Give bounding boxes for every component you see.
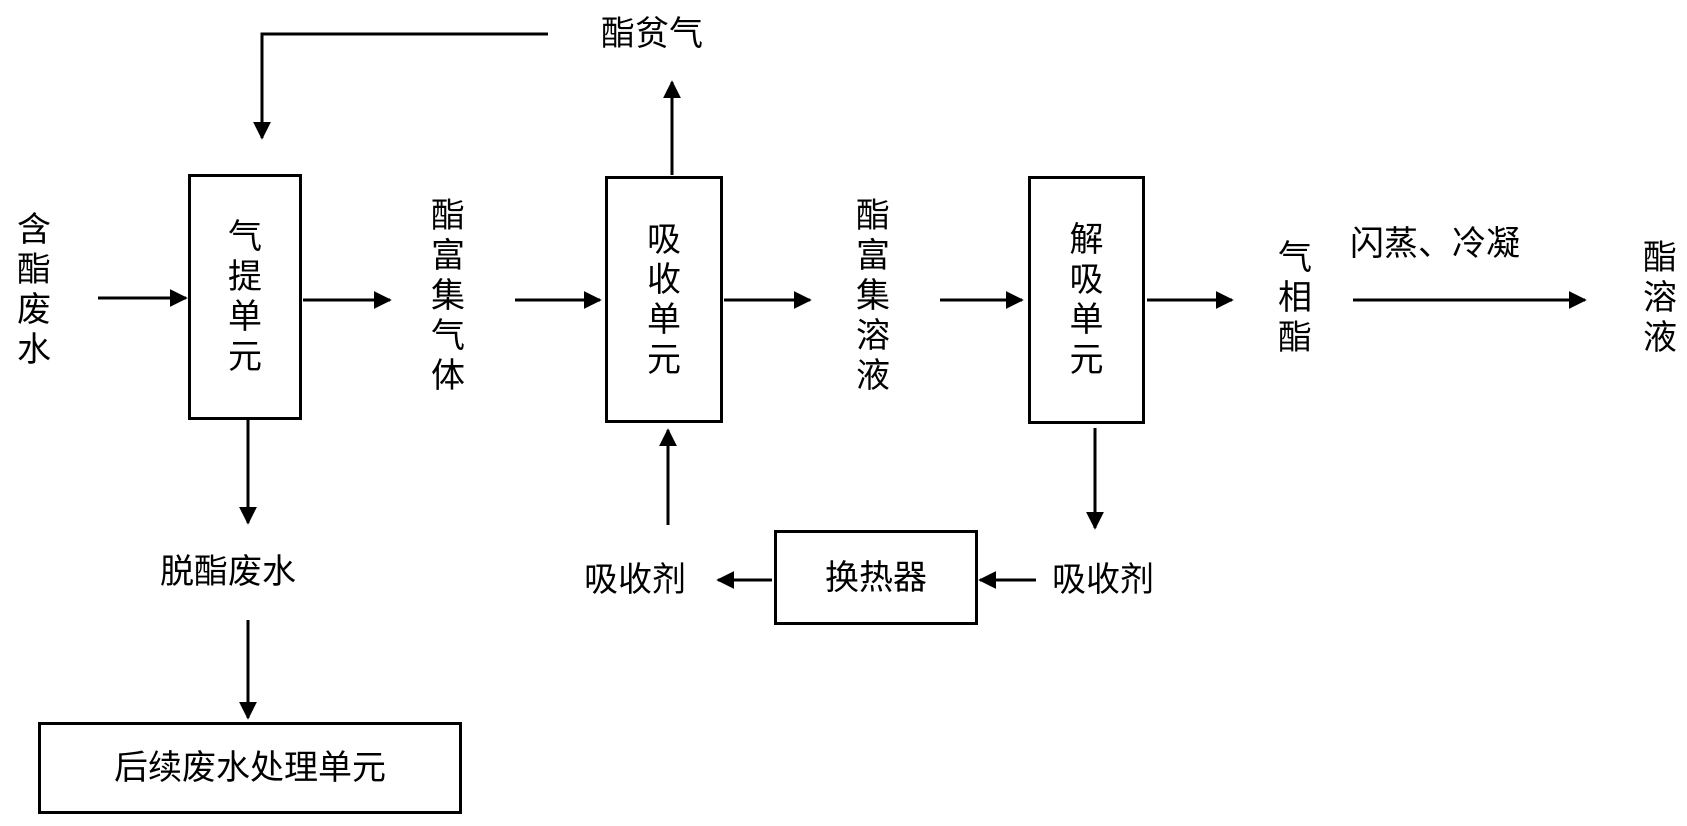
absorption-unit-box: 吸收单元: [605, 176, 723, 423]
heat-exchanger-box: 换热器: [774, 530, 978, 625]
wastewater-treatment-box: 后续废水处理单元: [38, 722, 462, 814]
deesterified-wastewater-label: 脱酯废水: [160, 552, 296, 592]
desorption-unit-label: 解吸单元: [1069, 220, 1104, 380]
wastewater-treatment-label: 后续废水处理单元: [114, 748, 386, 788]
heat-exchanger-label: 换热器: [825, 557, 927, 598]
recycle-lean-gas-line: [253, 32, 548, 140]
ester-rich-solution-label: 酯富集溶液: [856, 196, 890, 396]
absorbent-out-label: 吸收剂: [584, 560, 686, 600]
gas-phase-ester-label: 气相酯: [1278, 238, 1312, 358]
feed-label: 含酯废水: [17, 210, 51, 370]
flash-condense-label: 闪蒸、冷凝: [1350, 224, 1520, 264]
stripping-unit-label: 气提单元: [228, 217, 262, 377]
stripping-unit-box: 气提单元: [188, 174, 302, 420]
absorbent-in-label: 吸收剂: [1052, 560, 1154, 600]
absorption-unit-label: 吸收单元: [647, 219, 681, 380]
ester-rich-gas-label: 酯富集气体: [431, 196, 465, 396]
desorption-unit-box: 解吸单元: [1028, 176, 1145, 424]
ester-solution-label: 酯溶液: [1643, 238, 1677, 358]
ester-lean-gas-label: 酯贫气: [601, 14, 703, 54]
